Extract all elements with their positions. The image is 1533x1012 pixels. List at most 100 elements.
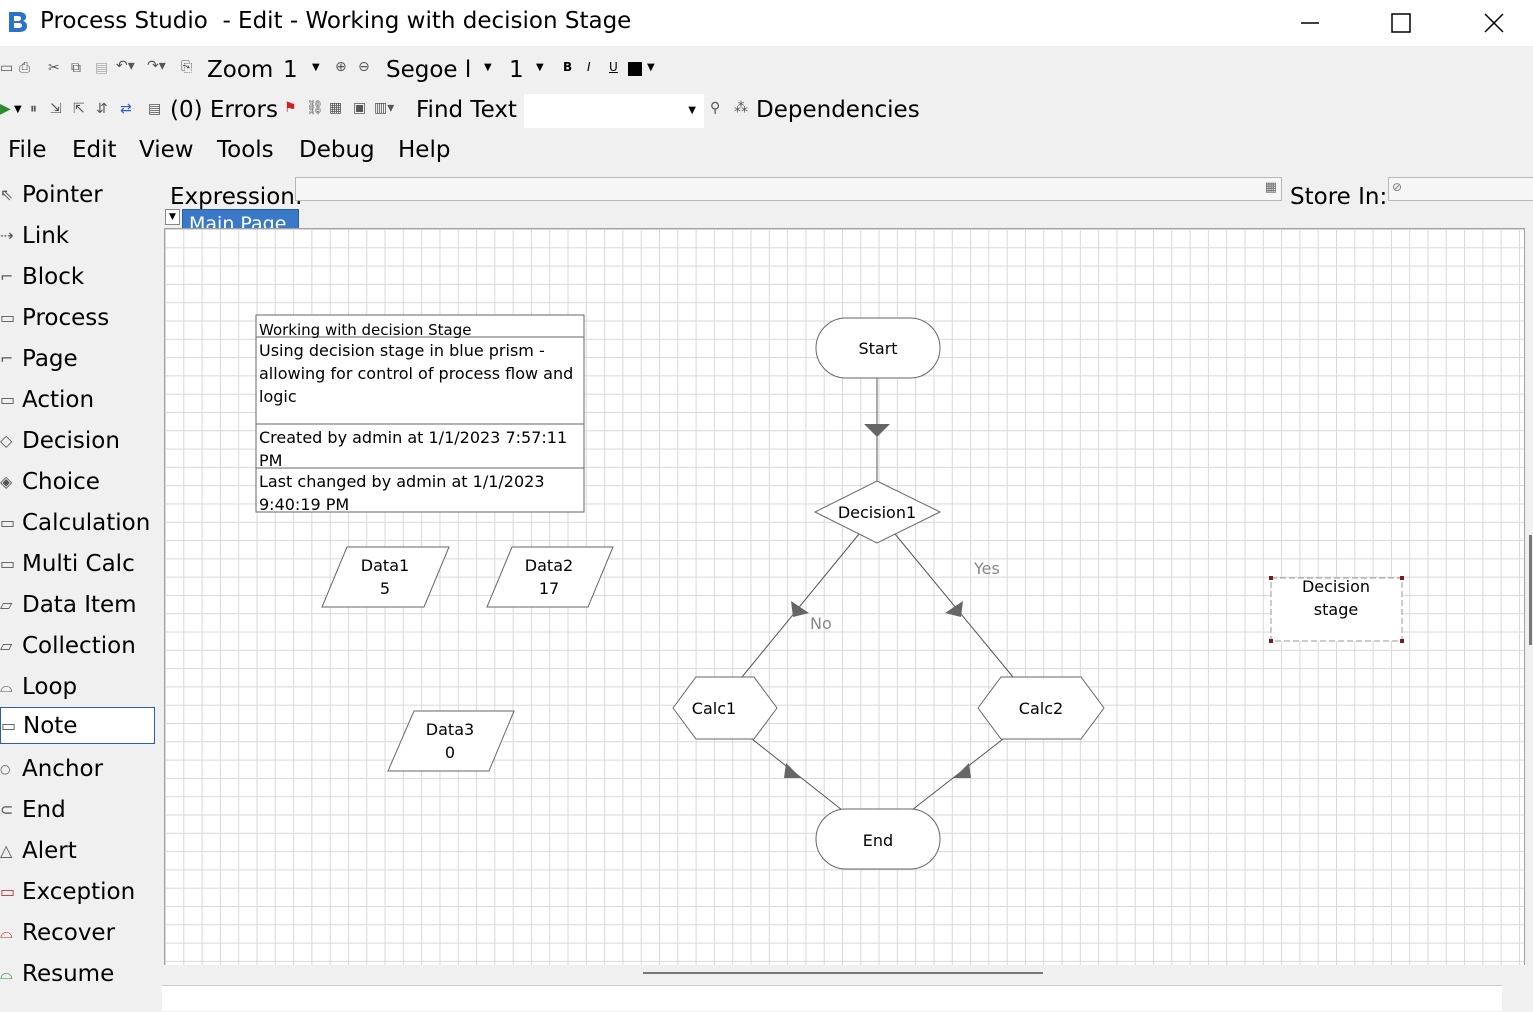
- start-stage[interactable]: [815, 317, 941, 379]
- find-text-input[interactable]: ▼: [524, 94, 704, 128]
- menu-view[interactable]: View: [139, 137, 194, 163]
- tool-resume[interactable]: ⌓Resume: [0, 955, 158, 992]
- zoom-chevron-down-icon[interactable]: ▼: [312, 62, 320, 73]
- tool-label: Multi Calc: [22, 550, 135, 577]
- calc1-stage[interactable]: [672, 676, 778, 740]
- paste-icon[interactable]: ▤: [95, 60, 109, 76]
- close-button[interactable]: [1448, 0, 1533, 46]
- page-tab-chevron-down-icon[interactable]: ▼: [165, 209, 180, 225]
- cut-icon[interactable]: ✂: [48, 60, 60, 76]
- tool-collection[interactable]: ▱Collection: [0, 627, 158, 664]
- calc2-stage[interactable]: [977, 676, 1105, 740]
- tool-loop[interactable]: ⌓Loop: [0, 668, 158, 705]
- bold-button[interactable]: B: [563, 60, 573, 74]
- reset-icon[interactable]: ⇄: [120, 101, 132, 117]
- print-icon[interactable]: ⎙: [19, 60, 31, 76]
- link-decision-calc1[interactable]: [741, 533, 860, 678]
- tool-note[interactable]: ▭Note: [0, 707, 155, 744]
- tool-calculation[interactable]: ▭Calculation: [0, 504, 158, 541]
- layout-icon[interactable]: ▥▾: [374, 100, 395, 116]
- expression-input[interactable]: ▦: [295, 177, 1282, 201]
- italic-button[interactable]: I: [587, 60, 591, 74]
- tool-exception[interactable]: ▭Exception: [0, 873, 158, 910]
- note-stage[interactable]: [1269, 576, 1404, 643]
- errors-button[interactable]: (0) Errors: [170, 97, 278, 123]
- redo-icon[interactable]: ↷▾: [147, 58, 166, 74]
- data-item-data1[interactable]: [321, 546, 450, 608]
- decision1-stage[interactable]: [813, 480, 942, 544]
- minimize-icon: [1301, 22, 1319, 24]
- tab-main-page[interactable]: Main Page: [182, 209, 299, 230]
- tool-label: Process: [22, 304, 110, 331]
- menu-help[interactable]: Help: [398, 137, 451, 163]
- end-stage[interactable]: [815, 808, 941, 870]
- tool-decision[interactable]: ◇Decision: [0, 422, 158, 459]
- pause-icon[interactable]: ⏸: [30, 101, 37, 117]
- tool-data-item[interactable]: ▱Data Item: [0, 586, 158, 623]
- tool-action[interactable]: ▭Action: [0, 381, 158, 418]
- tool-block[interactable]: ⌐Block: [0, 258, 158, 295]
- menu-file[interactable]: File: [8, 137, 47, 163]
- font-color-button[interactable]: [628, 62, 642, 76]
- underline-button[interactable]: U: [609, 60, 618, 74]
- horizontal-scrollbar-thumb[interactable]: [643, 972, 1043, 974]
- tool-process[interactable]: ▭Process: [0, 299, 158, 336]
- find-text-chevron-down-icon[interactable]: ▼: [688, 105, 696, 116]
- tool-page[interactable]: ⌐Page: [0, 340, 158, 377]
- font-color-chevron-down-icon[interactable]: ▼: [647, 62, 655, 73]
- font-size-dropdown[interactable]: 1: [509, 57, 524, 83]
- save-icon[interactable]: ▭: [0, 60, 14, 76]
- step-out-icon[interactable]: ⇵: [96, 101, 108, 117]
- menu-debug[interactable]: Debug: [299, 137, 375, 163]
- multi-calc-icon: ▭: [0, 554, 16, 573]
- horizontal-scrollbar[interactable]: [164, 965, 1525, 981]
- copy-icon[interactable]: ⧉: [71, 60, 81, 76]
- data-item-data2[interactable]: [486, 546, 614, 608]
- data2-name: Data2: [525, 556, 573, 575]
- store-in-input[interactable]: ⊘: [1388, 177, 1533, 201]
- link-decision-calc2[interactable]: [894, 533, 1014, 678]
- data1-value: 5: [380, 579, 390, 598]
- page-setup-icon[interactable]: ⎘: [181, 59, 193, 75]
- step-icon[interactable]: ⇲: [50, 101, 62, 117]
- zoom-dropdown[interactable]: 1: [283, 57, 298, 83]
- font-chevron-down-icon[interactable]: ▼: [484, 62, 492, 73]
- menu-tools[interactable]: Tools: [217, 137, 274, 163]
- undo-icon[interactable]: ↶▾: [116, 58, 135, 74]
- zoom-out-icon[interactable]: ⊖: [358, 59, 370, 75]
- info-box-description-line3: logic: [259, 387, 297, 406]
- binoculars-icon[interactable]: ⚲: [710, 100, 721, 116]
- arrow-icon: [784, 763, 801, 778]
- tool-end[interactable]: ⊂End: [0, 791, 158, 828]
- link-chain-icon[interactable]: ⛓: [306, 100, 324, 116]
- validate-icon[interactable]: ▦: [329, 100, 343, 116]
- tool-alert[interactable]: △Alert: [0, 832, 158, 869]
- font-size-chevron-down-icon[interactable]: ▼: [536, 62, 544, 73]
- tool-link[interactable]: ⇢Link: [0, 217, 158, 254]
- flag-icon[interactable]: ⚑: [284, 100, 297, 116]
- maximize-button[interactable]: [1355, 0, 1447, 46]
- tool-multi-calc[interactable]: ▭ Multi Calc: [0, 545, 158, 582]
- minimize-button[interactable]: [1264, 0, 1356, 46]
- run-chevron-down-icon[interactable]: ▼: [14, 104, 22, 115]
- info-box-description-line2: allowing for control of process flow and: [259, 364, 573, 383]
- tool-pointer[interactable]: ⇖Pointer: [0, 176, 158, 213]
- zoom-in-icon[interactable]: ⊕: [335, 59, 347, 75]
- step-over-icon[interactable]: ⇱: [73, 101, 85, 117]
- run-icon[interactable]: ▶: [0, 101, 11, 117]
- data-item-data3[interactable]: [387, 710, 515, 772]
- vertical-scrollbar-thumb[interactable]: [1529, 535, 1532, 645]
- menu-edit[interactable]: Edit: [72, 137, 117, 163]
- tool-choice[interactable]: ◈Choice: [0, 463, 158, 500]
- dependencies-button[interactable]: Dependencies: [756, 97, 920, 123]
- yes-label: Yes: [973, 559, 1000, 578]
- watch-icon[interactable]: ▣: [353, 100, 367, 116]
- process-info-box[interactable]: [255, 314, 585, 513]
- process-diagram-canvas[interactable]: Working with decision Stage Using decisi…: [164, 228, 1525, 966]
- tool-anchor[interactable]: ○Anchor: [0, 750, 158, 787]
- tool-recover[interactable]: ⌓Recover: [0, 914, 158, 951]
- expression-editor-icon[interactable]: ▦: [1264, 180, 1277, 195]
- arrowheads: [784, 424, 971, 778]
- font-name-dropdown[interactable]: Segoe l: [386, 57, 472, 83]
- connectors: [741, 378, 1014, 811]
